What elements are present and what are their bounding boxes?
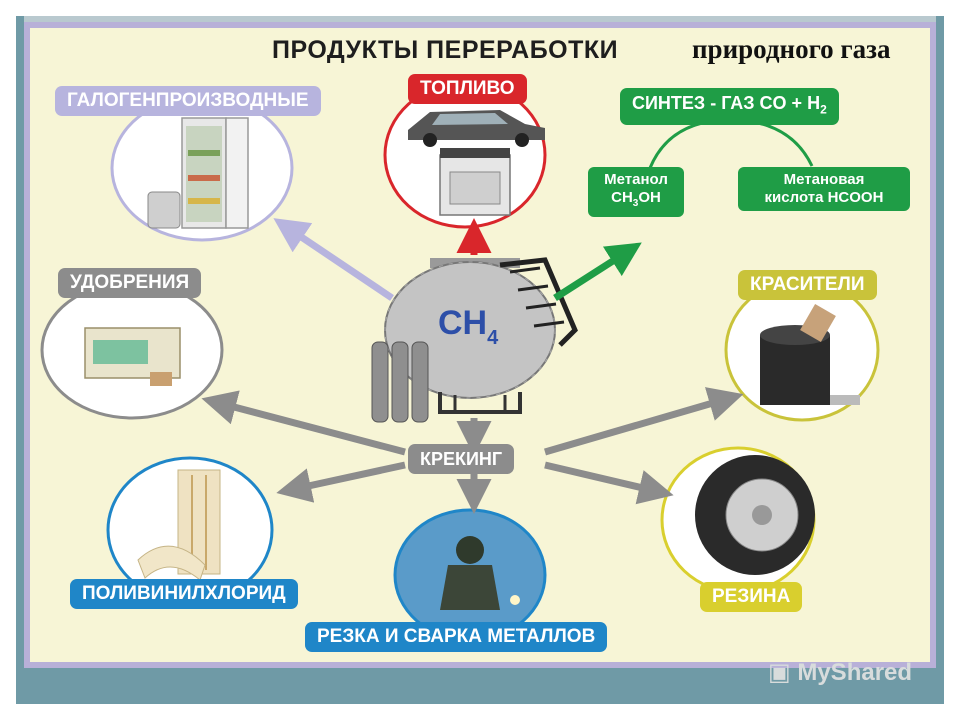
label-syngas: СИНТЕЗ - ГАЗ CO + H2 [620, 88, 839, 125]
car-icon [408, 110, 545, 147]
watermark: ▣ MyShared [768, 658, 912, 687]
ch4-formula: CH4 [438, 304, 499, 349]
gas-tank-icon [371, 257, 578, 423]
label-dyes: КРАСИТЕЛИ [738, 270, 877, 300]
tyre-icon [695, 455, 815, 575]
arrow-to-pvc [276, 461, 406, 503]
arrow-to-dyes [544, 387, 744, 456]
refrigerator-icon [147, 117, 249, 229]
watermark-text: MyShared [797, 659, 913, 686]
slide-frame-left [16, 16, 24, 704]
methanol-name: Метанол [604, 171, 668, 188]
formic-acid-name: Метановая [783, 171, 865, 188]
paint-can-icon [760, 304, 860, 405]
label-fertilizers: УДОБРЕНИЯ [58, 268, 202, 298]
stove-icon [439, 148, 511, 216]
arrow-to-halogen [273, 218, 394, 301]
label-methanol: Метанол CH3OH [588, 167, 684, 217]
methanol-formula: CH3OH [611, 189, 661, 209]
syngas-subscript: 2 [820, 102, 827, 117]
slide-bottom-bar [16, 668, 944, 704]
label-fuel: ТОПЛИВО [408, 74, 527, 104]
label-pvc: ПОЛИВИНИЛХЛОРИД [70, 579, 298, 609]
arrow-to-syngas [553, 242, 642, 301]
pvc-rolls-icon [137, 469, 221, 581]
label-rubber: РЕЗИНА [700, 582, 803, 612]
slide-frame-right [936, 16, 944, 704]
syngas-text: СИНТЕЗ - ГАЗ CO + H [632, 93, 821, 113]
label-welding: РЕЗКА И СВАРКА МЕТАЛЛОВ [305, 622, 608, 652]
slide-frame-top [16, 16, 944, 22]
formic-acid-formula: кислота HCOOH [764, 189, 884, 206]
watermark-icon: ▣ [768, 659, 798, 686]
fertilizer-box-icon [84, 327, 181, 386]
label-cracking: КРЕКИНГ [408, 444, 515, 474]
arrow-to-rubber [544, 461, 674, 505]
label-formic-acid: Метановая кислота HCOOH [738, 167, 910, 211]
title-suffix: природного газа [692, 34, 891, 64]
arrow-to-fertilizers [201, 390, 406, 456]
label-halogen: ГАЛОГЕНПРОИЗВОДНЫЕ [55, 86, 321, 116]
title-main: ПРОДУКТЫ ПЕРЕРАБОТКИ [272, 36, 619, 64]
welder-icon [440, 536, 520, 610]
